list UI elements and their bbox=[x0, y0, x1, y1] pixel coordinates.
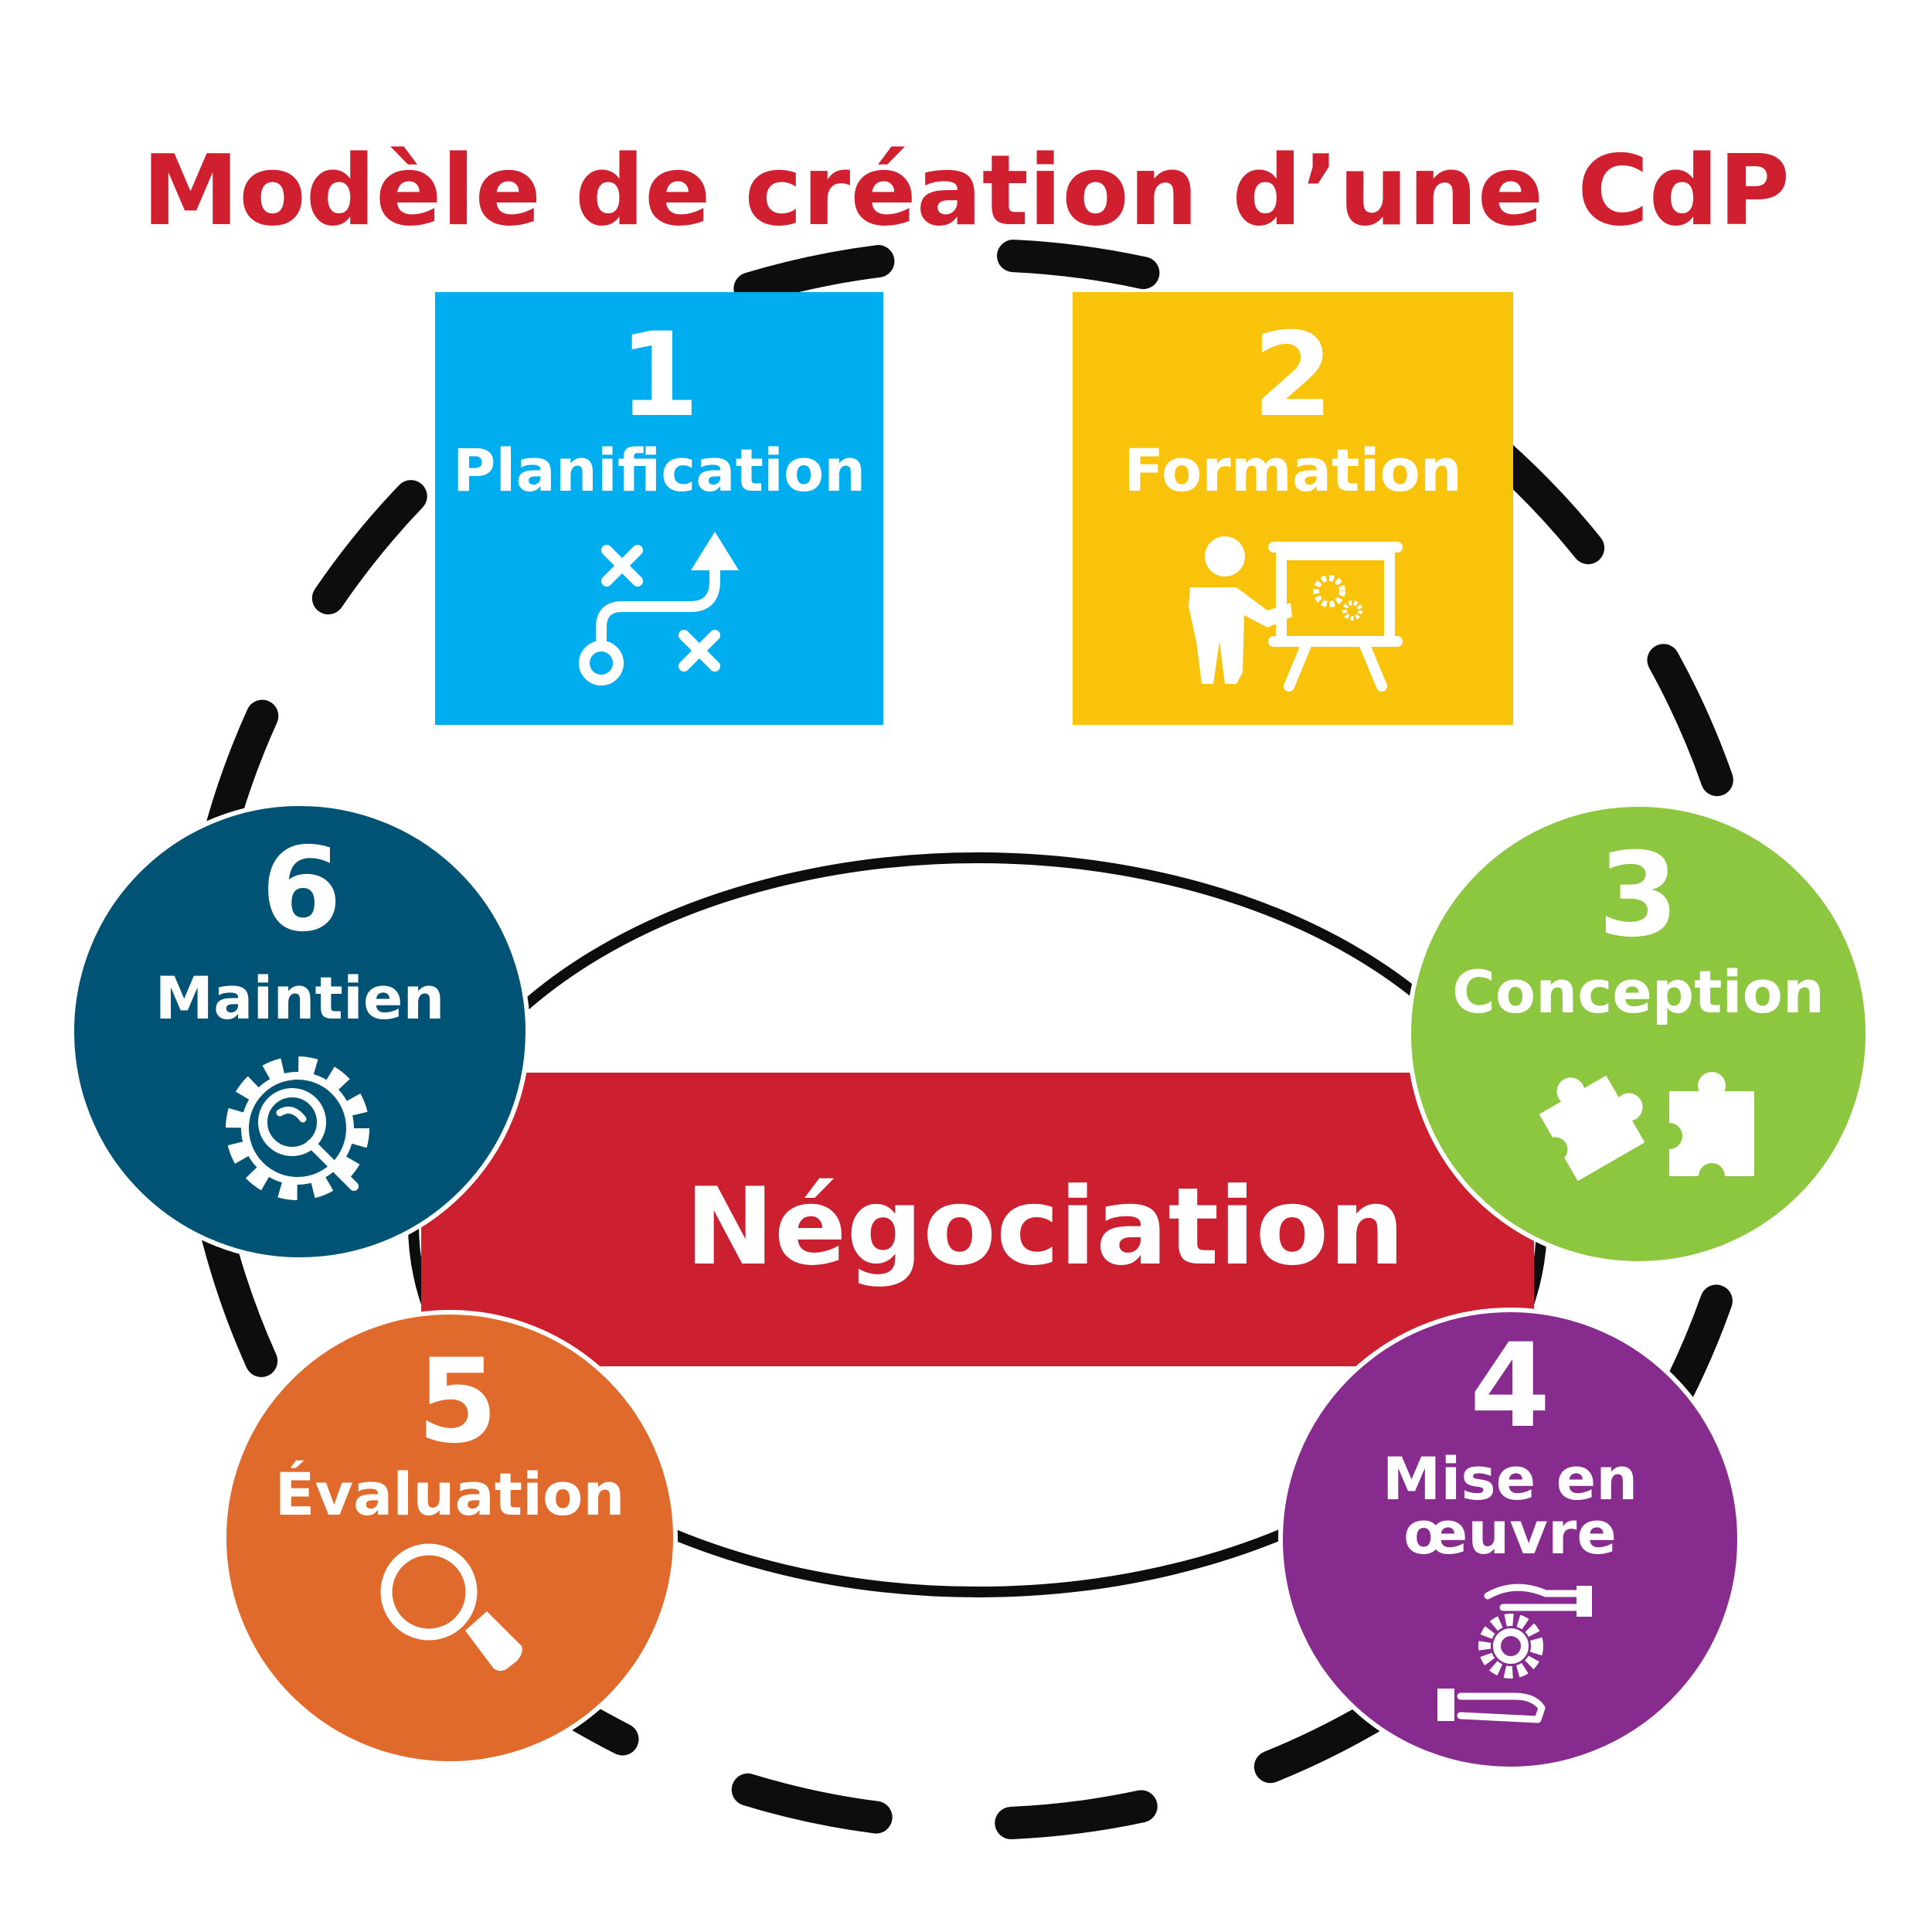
step-planification: 1 Planification bbox=[435, 292, 883, 725]
hands-gear-icon bbox=[1437, 1583, 1592, 1723]
page-title: Modèle de création d’une CdP bbox=[142, 134, 1790, 247]
puzzle-pieces-icon bbox=[1539, 1072, 1754, 1189]
step-5-circle bbox=[222, 1310, 678, 1766]
step-conception: 3 Conception bbox=[1406, 802, 1870, 1266]
step-maintien: 6 Maintien bbox=[70, 801, 530, 1262]
step-1-number: 1 bbox=[619, 308, 699, 443]
step-5-number: 5 bbox=[417, 1335, 498, 1469]
step-6-number: 6 bbox=[261, 823, 342, 957]
step-6-label: Maintien bbox=[155, 964, 444, 1032]
gear-wrench-icon bbox=[226, 1056, 369, 1200]
step-4-circle bbox=[1278, 1308, 1742, 1771]
presenter-board-icon bbox=[1189, 536, 1403, 692]
step-4-number: 4 bbox=[1470, 1319, 1550, 1454]
negotiation-label: Négociation bbox=[685, 1165, 1404, 1289]
step-4-label-line2: œuvre bbox=[1403, 1498, 1617, 1567]
step-evaluation: 5 Évaluation bbox=[222, 1310, 678, 1766]
strategy-arrow-icon bbox=[579, 532, 739, 685]
step-formation: 2 Formation bbox=[1073, 292, 1513, 725]
step-5-label: Évaluation bbox=[275, 1460, 625, 1529]
step-2-label: Formation bbox=[1124, 436, 1462, 505]
negotiation-band bbox=[421, 1073, 1534, 1366]
step-2-box bbox=[1073, 292, 1513, 725]
step-2-number: 2 bbox=[1253, 308, 1333, 443]
step-4-label-line1: Mise en bbox=[1383, 1444, 1638, 1513]
magnifier-icon bbox=[380, 1543, 522, 1672]
step-1-box bbox=[435, 292, 883, 725]
step-3-number: 3 bbox=[1598, 828, 1679, 963]
step-mise-en-oeuvre: 4 Mise en œuvre bbox=[1278, 1308, 1742, 1771]
step-3-label: Conception bbox=[1452, 957, 1825, 1026]
step-6-circle bbox=[70, 801, 530, 1262]
step-1-label: Planification bbox=[453, 436, 866, 505]
